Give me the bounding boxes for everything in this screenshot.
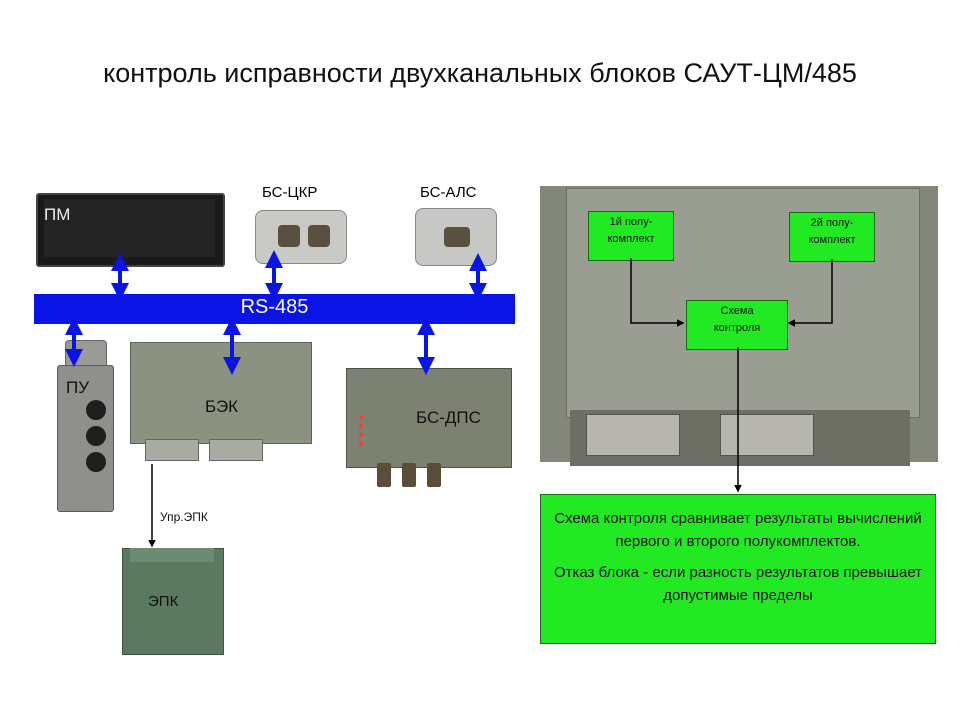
bs-dps-plug-1 — [377, 463, 391, 487]
pu-device-image — [57, 365, 114, 512]
bek-device-image — [130, 342, 312, 461]
page-title: контроль исправности двухканальных блоко… — [103, 58, 857, 88]
control-block-connector-2 — [720, 414, 814, 456]
bs-ckr-label: БС-ЦКР — [262, 184, 318, 201]
info-box: Схема контроля сравнивает результаты выч… — [540, 494, 936, 644]
bs-ckr-connector-left — [278, 225, 300, 247]
info-text-1: Схема контроля сравнивает результаты выч… — [554, 510, 922, 550]
bs-dps-plug-2 — [402, 463, 416, 487]
bs-dps-led-3 — [359, 433, 363, 437]
bs-als-device-image — [415, 208, 497, 266]
epk-device-image — [122, 548, 224, 655]
pu-label: ПУ — [66, 378, 90, 397]
epk-top-part — [130, 548, 214, 562]
bs-als-connector — [444, 227, 470, 247]
bs-dps-led-4 — [359, 442, 363, 446]
bek-connector-1 — [145, 439, 199, 461]
bs-dps-led-2 — [359, 424, 363, 428]
pm-display-area — [44, 199, 215, 257]
half-set-1-box: 1й полу- комплект — [588, 211, 674, 261]
epk-label: ЭПК — [148, 593, 179, 610]
bs-dps-led-1 — [359, 415, 363, 419]
bs-als-label: БС-АЛС — [420, 184, 477, 201]
control-scheme-box: Схема контроля — [686, 300, 788, 350]
bs-dps-label: БС-ДПС — [416, 408, 481, 427]
link-half2-control — [787, 259, 833, 327]
pu-button-1 — [86, 400, 106, 420]
pm-label: ПМ — [44, 205, 71, 224]
bek-label: БЭК — [205, 397, 239, 416]
rs485-bus-label: RS-485 — [240, 296, 309, 318]
info-text-2: Отказ блока - если разность результатов … — [553, 564, 923, 604]
bek-connector-2 — [209, 439, 263, 461]
half-set-2-box: 2й полу- комплект — [789, 212, 875, 262]
upr-epk-label: Упр.ЭПК — [160, 510, 208, 524]
link-half1-control — [630, 258, 685, 327]
pu-button-2 — [86, 426, 106, 446]
bs-dps-plug-3 — [427, 463, 441, 487]
control-block-connector-1 — [586, 414, 680, 456]
pu-button-3 — [86, 452, 106, 472]
bs-ckr-connector-right — [308, 225, 330, 247]
control-block-bottom — [570, 410, 910, 466]
